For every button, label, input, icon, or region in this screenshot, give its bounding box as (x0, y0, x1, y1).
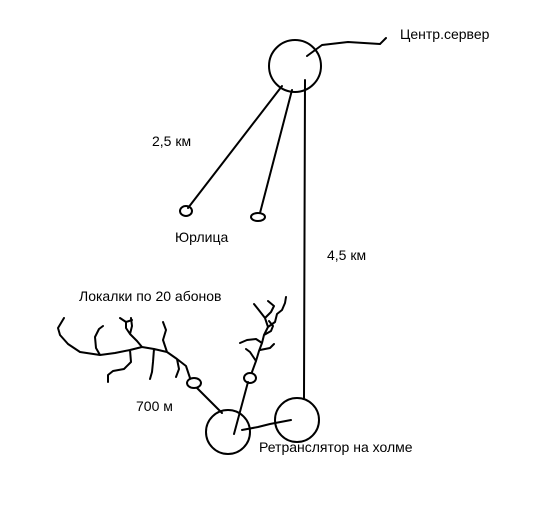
link-server-to-yurlitsa-1 (187, 85, 283, 209)
relay-label: Ретранслятор на холме (259, 439, 413, 455)
yurlitsa-node-1 (179, 205, 193, 217)
link-server-to-yurlitsa-2 (259, 89, 293, 214)
distance-label-2-5km: 2,5 км (152, 133, 191, 149)
link-server-to-relay (303, 79, 306, 399)
yurlitsa-node-2 (250, 212, 266, 222)
left-local-tree (57, 317, 191, 383)
link-distribution-to-right-local (233, 381, 249, 435)
link-relay-to-distribution (241, 419, 292, 431)
central-server-node (268, 39, 322, 93)
locals-label: Локалки по 20 абонов (79, 288, 221, 304)
right-local-node (243, 372, 257, 384)
distance-label-700m: 700 м (136, 398, 173, 414)
link-distribution-to-left-local (196, 387, 223, 414)
distribution-node (205, 409, 251, 455)
left-local-node (186, 377, 202, 389)
right-local-tree (239, 296, 287, 373)
distance-label-4-5km: 4,5 км (327, 247, 366, 263)
central-server-label-pointer (306, 37, 387, 57)
central-server-label: Центр.сервер (400, 26, 490, 42)
relay-node (274, 397, 320, 443)
yurlitsa-label: Юрлица (175, 229, 228, 245)
